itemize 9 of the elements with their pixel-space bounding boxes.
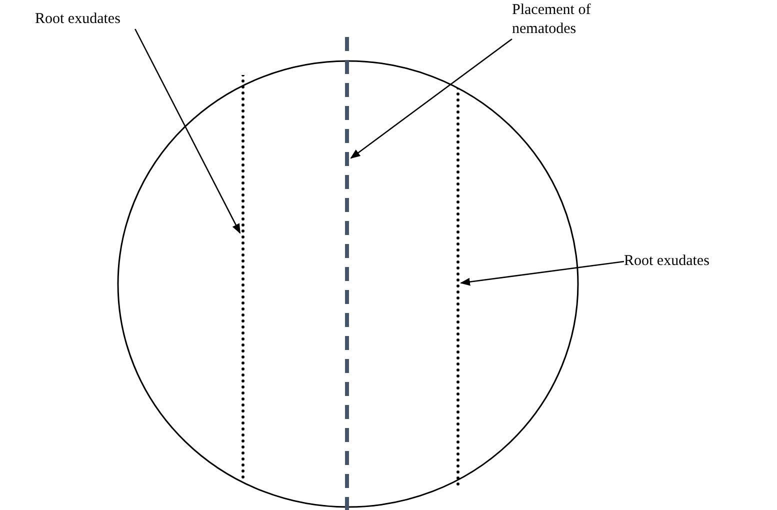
callout-label: Root exudates [624,252,754,271]
arrow [134,28,241,234]
arrow [460,260,624,286]
dotted-line [455,88,461,486]
arrow [350,38,512,159]
callout-label: Root exudates [35,10,165,29]
callout-label: Placement of nematodes [512,1,622,39]
dashed-line [343,37,351,510]
dotted-line [240,75,246,480]
